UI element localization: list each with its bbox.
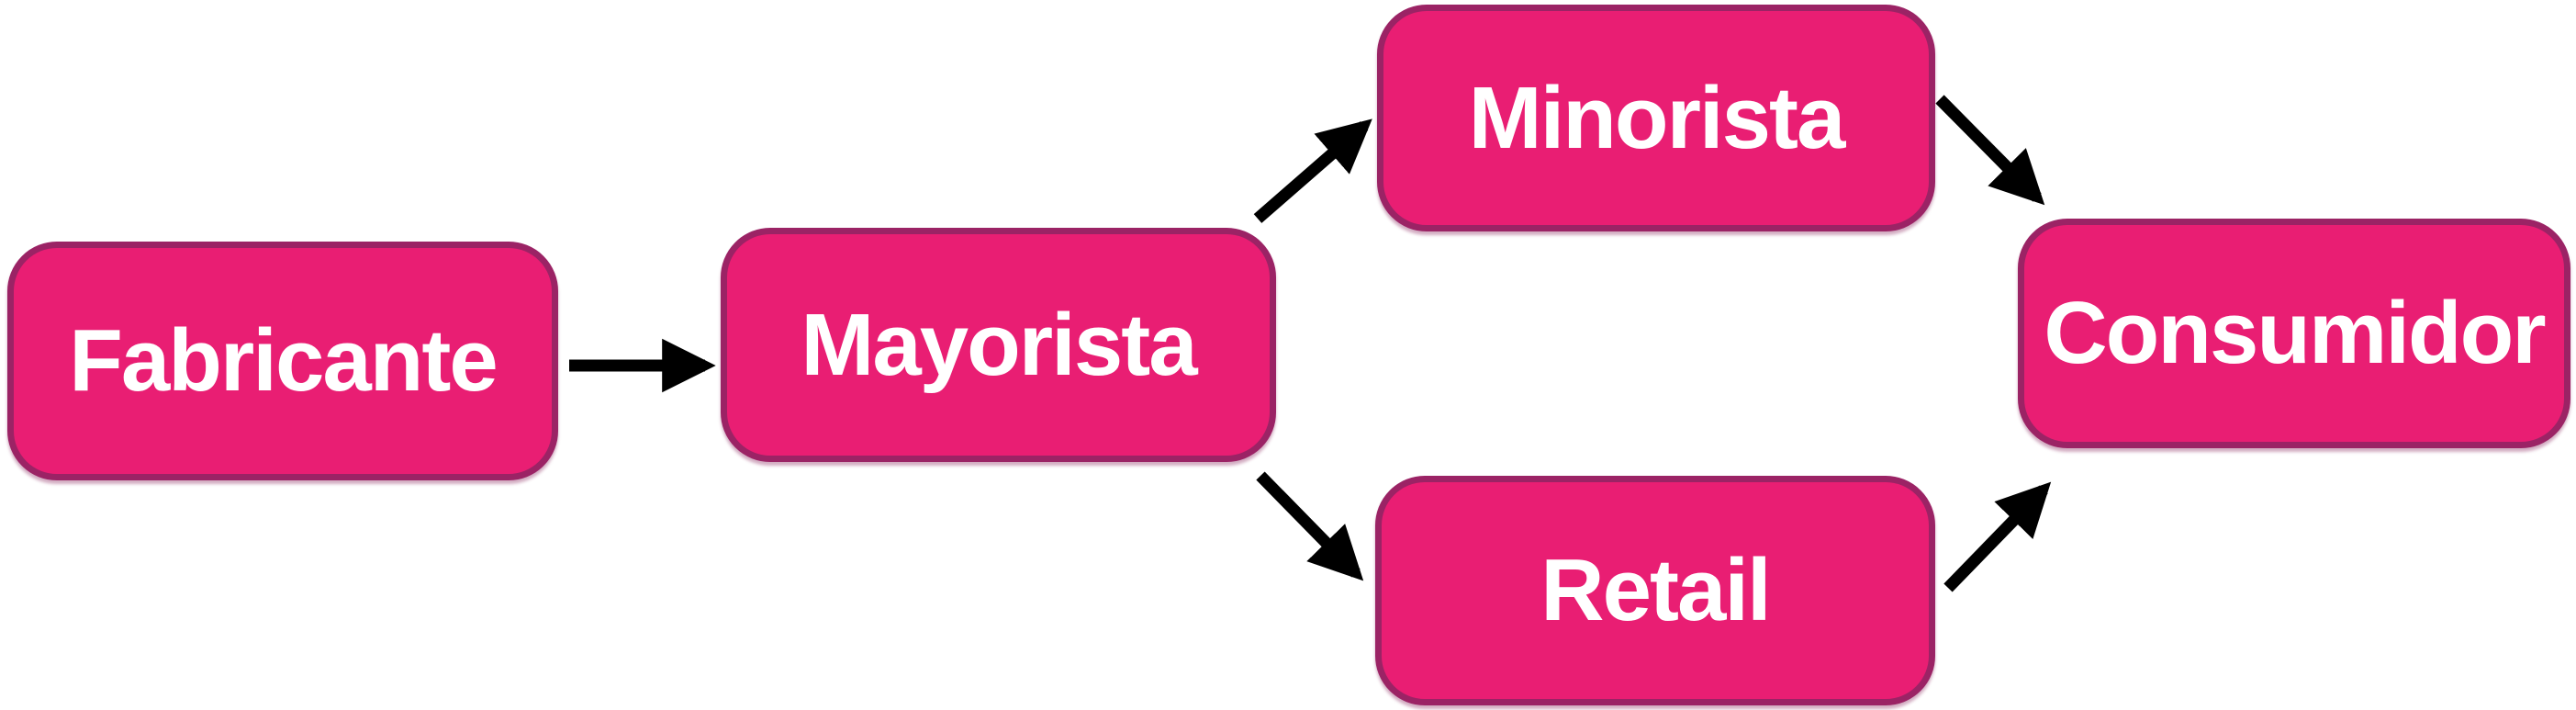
node-fabricante-label: Fabricante	[69, 311, 498, 410]
node-mayorista: Mayorista	[721, 228, 1276, 462]
node-consumidor: Consumidor	[2018, 219, 2570, 448]
node-mayorista-label: Mayorista	[801, 295, 1197, 394]
arrow-mayorista-to-minorista	[1253, 118, 1372, 223]
node-retail-label: Retail	[1540, 541, 1771, 639]
node-consumidor-label: Consumidor	[2044, 284, 2546, 382]
node-fabricante: Fabricante	[7, 242, 558, 480]
arrow-retail-to-consumidor	[1943, 481, 2052, 592]
arrow-minorista-to-consumidor	[1935, 95, 2045, 206]
arrow-mayorista-to-retail	[1256, 471, 1364, 581]
node-minorista-label: Minorista	[1468, 68, 1846, 167]
node-retail: Retail	[1375, 476, 1935, 705]
node-minorista: Minorista	[1377, 5, 1935, 231]
